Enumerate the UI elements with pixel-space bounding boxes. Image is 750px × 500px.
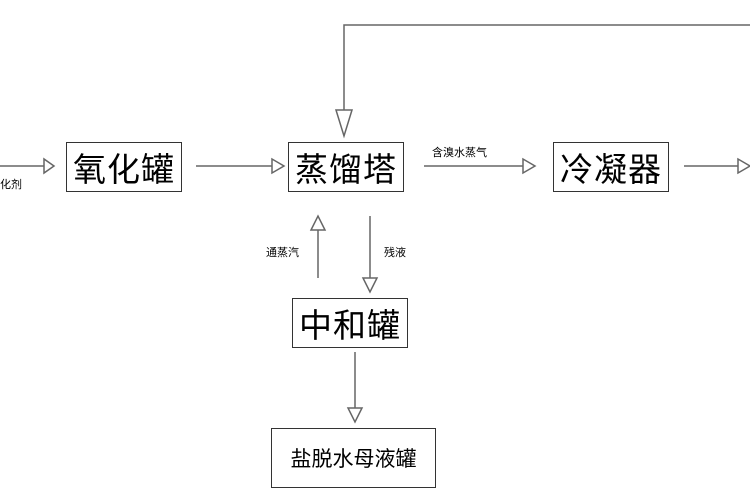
- oxidation-tank-label: 氧化罐: [73, 150, 175, 189]
- arrowhead-to-condenser: [522, 157, 537, 175]
- mother-liquor-tank-node: 盐脱水母液罐: [271, 428, 436, 488]
- edge-label-bromine-steam: 含溴水蒸气: [432, 146, 487, 159]
- edge-label-input: 化剂: [0, 178, 22, 191]
- arrowhead-input: [43, 157, 56, 175]
- arrowhead-condenser-out: [737, 157, 750, 175]
- arrowhead-to-distillation: [271, 157, 286, 175]
- oxidation-tank-node: 氧化罐: [66, 142, 182, 192]
- arrowhead-recycle: [334, 109, 354, 139]
- condenser-node: 冷凝器: [553, 142, 669, 192]
- arrowhead-steam: [309, 214, 327, 231]
- edge-recycle-loop: [343, 24, 750, 110]
- distillation-tower-label: 蒸馏塔: [295, 150, 397, 189]
- condenser-label: 冷凝器: [560, 150, 662, 189]
- mother-liquor-tank-label: 盐脱水母液罐: [290, 447, 417, 471]
- distillation-tower-node: 蒸馏塔: [288, 142, 404, 192]
- neutralization-tank-node: 中和罐: [292, 298, 408, 348]
- neutralization-tank-label: 中和罐: [299, 306, 401, 345]
- edge-label-steam-in: 通蒸汽: [266, 246, 299, 259]
- arrowhead-residue: [361, 277, 379, 294]
- edge-label-residue: 残液: [384, 246, 406, 259]
- arrowhead-to-mother: [346, 407, 364, 424]
